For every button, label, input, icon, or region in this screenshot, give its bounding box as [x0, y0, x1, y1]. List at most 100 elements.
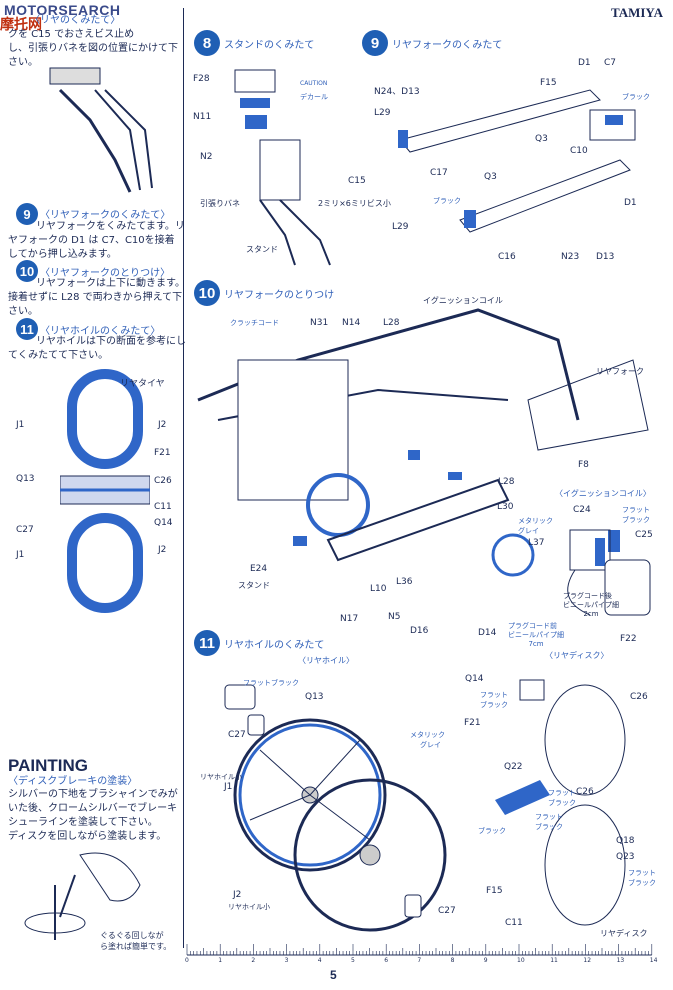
- paint-label: ブラック: [433, 197, 461, 205]
- part-label: C24: [573, 505, 591, 515]
- decal-caution: CAUTION: [300, 80, 328, 87]
- part-label: F22: [620, 634, 637, 644]
- part-label: Q13: [305, 692, 324, 702]
- part-label: Q14: [465, 674, 484, 684]
- part-label: リヤディスク: [600, 929, 648, 938]
- disc-title: 〈リヤディスク〉: [545, 651, 609, 660]
- wheel-label: C26: [154, 476, 172, 486]
- paint-label: フラット: [622, 506, 650, 514]
- page-number: 5: [330, 968, 337, 982]
- wheel-label: J2: [158, 545, 167, 555]
- part-label: N17: [340, 614, 359, 624]
- painting-text: シルバーの下地をブラシャインでみがいた後、クロームシルバーでブレーキシューライン…: [8, 789, 178, 842]
- part-label: Q23: [616, 852, 635, 862]
- step-10-text: リヤフォークは上下に動きます。接着せずに L28 で両わきから押えて下さい。: [8, 278, 185, 317]
- wheel-label: J1: [16, 420, 25, 430]
- step-10-title: 〈リヤフォークのとりつけ〉: [40, 268, 171, 279]
- part-label: J2: [233, 890, 242, 900]
- paint-label: フラットブラック: [243, 679, 299, 687]
- painting-subtitle: 〈ディスクブレーキの塗装〉: [8, 776, 138, 787]
- paint-label: メタリック: [410, 731, 445, 739]
- painting-heading: PAINTING: [8, 756, 88, 775]
- part-label: C27: [228, 730, 246, 740]
- paint-label: グレイ: [420, 741, 441, 749]
- ruler-number: 8: [450, 957, 455, 964]
- part-label: L36: [396, 577, 413, 587]
- wheel-label: C27: [16, 525, 34, 535]
- step-8-badge: 8: [194, 30, 220, 56]
- painting-illustration: [24, 852, 141, 940]
- paint-label: グレイ: [518, 527, 539, 535]
- paint-label: フラット: [548, 789, 576, 797]
- step-8-title: スタンドのくみたて: [224, 40, 315, 51]
- wheel-cross-section: [60, 369, 150, 613]
- ignition-coil-diagram: [567, 529, 651, 616]
- wheel-label: F21: [154, 448, 171, 458]
- part-label: C17: [430, 168, 448, 178]
- part-label: L10: [370, 584, 387, 594]
- ruler-number: 0: [185, 957, 189, 964]
- step-11-text: リヤホイルは下の断面を参考にしてくみたてて下さい。: [8, 336, 186, 361]
- part-label: N11: [193, 112, 212, 122]
- part-label: Q3: [484, 172, 497, 182]
- part-label: スタンド: [238, 581, 270, 590]
- part-label: C26: [630, 692, 648, 702]
- paint-label: メタリック: [518, 517, 553, 525]
- wheel-label: J2: [158, 420, 167, 430]
- part-label: J1: [224, 782, 233, 792]
- paint-label: ブラック: [628, 879, 656, 887]
- part-label: D1: [624, 198, 637, 208]
- wheel-label: J1: [16, 550, 25, 560]
- part-label: L28: [498, 477, 515, 487]
- paint-label: ブラック: [622, 516, 650, 524]
- part-label: 引張りバネ: [200, 199, 240, 208]
- part-label: イグニッションコイル: [423, 296, 503, 305]
- decal-label: デカール: [300, 93, 328, 101]
- part-label: スタンド: [246, 245, 278, 254]
- column-divider: [183, 8, 184, 948]
- step-10-diagram: [197, 308, 649, 577]
- ruler-number: 11: [550, 957, 558, 964]
- paint-label: ブラック: [622, 93, 650, 101]
- part-label: N2: [200, 152, 213, 162]
- paint-label: ブラック: [478, 827, 506, 835]
- step-8-diagram: [234, 69, 331, 266]
- ruler-number: 7: [417, 957, 422, 964]
- part-label: C11: [505, 918, 523, 928]
- part-label: N23: [561, 252, 580, 262]
- ruler-number: 2: [251, 957, 256, 964]
- ruler-number: 14: [649, 957, 658, 964]
- wheel-label: Q13: [16, 474, 35, 484]
- part-label: F8: [578, 460, 589, 470]
- step-9-title: 〈リヤフォークのくみたて〉: [40, 210, 171, 221]
- paint-label: ブラック: [480, 701, 508, 709]
- part-label: リヤホイル小: [228, 903, 270, 911]
- wheel-label: Q14: [154, 518, 173, 528]
- ruler-number: 1: [218, 957, 223, 964]
- part-label: F28: [193, 74, 210, 84]
- part-label: D16: [410, 626, 429, 636]
- step-11-diagram-title: リヤホイルのくみたて: [224, 640, 325, 651]
- paint-label: ブラック: [535, 823, 563, 831]
- part-label: D14: [478, 628, 497, 638]
- part-label: F15: [540, 78, 557, 88]
- part-label: C25: [635, 530, 653, 540]
- coil-title: 〈イグニッションコイル〉: [555, 489, 651, 498]
- part-label: N14: [342, 318, 361, 328]
- part-label: リヤホイル小: [200, 773, 242, 781]
- ruler-number: 3: [284, 957, 289, 964]
- step-9-badge: 9: [16, 203, 38, 225]
- step-11-badge: 11: [16, 318, 38, 340]
- part-label: L29: [392, 222, 409, 232]
- part-label: 2ミリ×6ミリビス小: [318, 199, 391, 208]
- part-label: C27: [438, 906, 456, 916]
- step-9-diagram-badge: 9: [362, 30, 388, 56]
- step-11-title: 〈リヤホイルのくみたて〉: [40, 326, 161, 337]
- step-11-diagram-badge: 11: [194, 630, 220, 656]
- part-label: Q22: [504, 762, 523, 772]
- intro-title: 〈リヤのくみたて〉: [30, 15, 121, 26]
- part-label: C10: [570, 146, 588, 156]
- part-label: L29: [374, 108, 391, 118]
- step-10-diagram-title: リヤフォークのとりつけ: [224, 290, 335, 301]
